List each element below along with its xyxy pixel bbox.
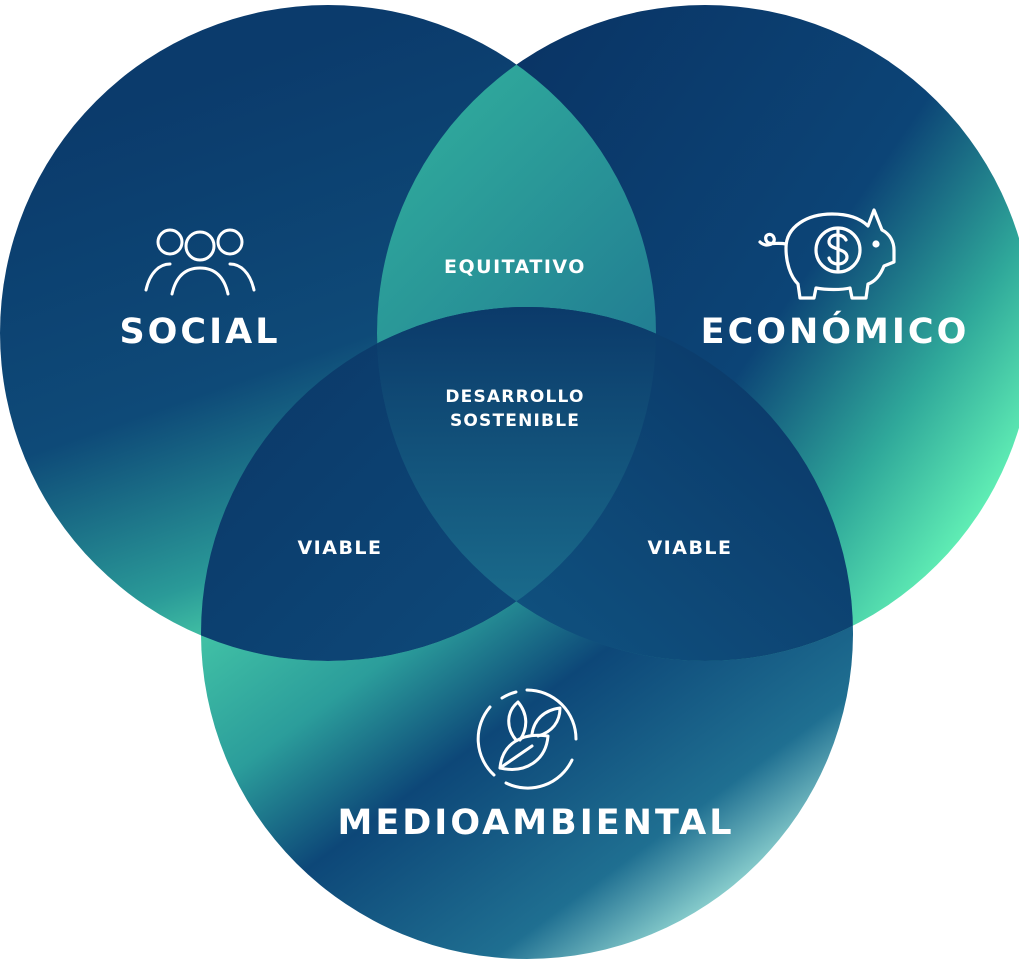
- economic-label: ECONÓMICO: [700, 312, 970, 352]
- environmental-label: MEDIOAMBIENTAL: [337, 803, 735, 843]
- people-group-icon: [144, 228, 256, 296]
- equitativo-label: EQUITATIVO: [444, 256, 586, 278]
- leaves-circle-icon: [476, 688, 578, 790]
- viable-left-label: VIABLE: [297, 537, 383, 559]
- center-label-line2: SOSTENIBLE: [449, 411, 581, 431]
- social-label: SOCIAL: [119, 312, 281, 352]
- center-label-line1: DESARROLLO: [445, 387, 585, 407]
- viable-right-label: VIABLE: [647, 537, 733, 559]
- piggy-bank-dollar-icon: [758, 208, 896, 300]
